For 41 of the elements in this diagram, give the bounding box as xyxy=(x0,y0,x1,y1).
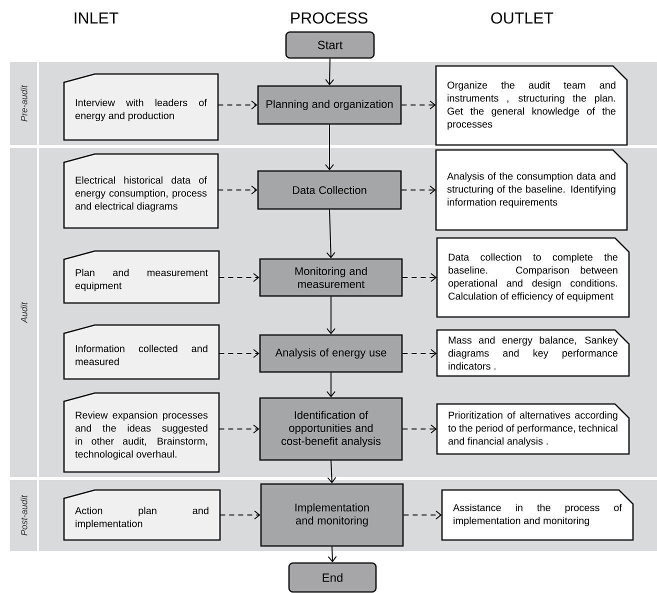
arrow xyxy=(403,510,442,520)
arrow xyxy=(326,209,336,258)
arrow xyxy=(326,296,336,334)
process-box: Monitoring and measurement xyxy=(259,258,403,297)
arrow xyxy=(401,186,436,194)
arrow xyxy=(220,510,260,520)
terminal-box: End xyxy=(288,562,377,593)
process-box: Identification of opportunities and cost-benefit analysis xyxy=(259,397,403,461)
arrow xyxy=(218,424,260,434)
input-box: Interview with leaders of energy and production xyxy=(63,73,219,141)
input-box: Action plan and implementation xyxy=(63,489,221,541)
arrow xyxy=(327,460,336,484)
input-box: Plan and measurement equipment xyxy=(63,250,220,304)
arrow xyxy=(218,349,260,358)
column-heading: OUTLET xyxy=(491,12,554,24)
process-box: Analysis of energy use xyxy=(259,334,403,373)
output-box: Organize the audit team and instruments , structuring the plan. Get the general knowledge of the processes xyxy=(435,65,628,146)
arrow xyxy=(218,186,258,194)
input-box: Information collected and measured xyxy=(63,324,220,380)
arrow xyxy=(218,100,258,110)
arrow xyxy=(402,349,437,358)
output-box: Prioritization of alternatives according to the period of performance, technical and financial analysis . xyxy=(436,403,630,455)
input-box: Electrical historical data of energy consumption, process and electrical diagrams xyxy=(63,153,219,229)
output-box: Assistance in the process of implementation and monitoring xyxy=(441,489,634,541)
arrow xyxy=(402,424,437,434)
terminal-box: Start xyxy=(285,31,375,59)
process-box: Implementation and monitoring xyxy=(260,483,404,547)
arrow xyxy=(326,372,336,398)
arrow xyxy=(325,58,334,86)
arrow xyxy=(402,273,437,282)
column-heading: INLET xyxy=(74,12,118,24)
output-box: Analysis of the consumption data and structuring of the baseline. Identifying information requirements xyxy=(435,149,628,231)
arrow xyxy=(401,100,436,110)
arrow xyxy=(328,546,337,562)
input-box: Review expansion processes and the ideas suggested in other audit, Brainstorm, technological overhaul. xyxy=(63,392,220,473)
output-box: Data collection to complete the baseline. Comparison between operational and design conditions. Calculation of efficiency of equipment xyxy=(436,237,630,318)
process-box: Data Collection xyxy=(257,170,402,210)
output-box: Mass and energy balance, Sankey diagrams and key performance indicators . xyxy=(436,329,630,377)
arrow xyxy=(325,124,334,170)
process-box: Planning and organization xyxy=(257,85,402,125)
arrow xyxy=(218,273,260,282)
